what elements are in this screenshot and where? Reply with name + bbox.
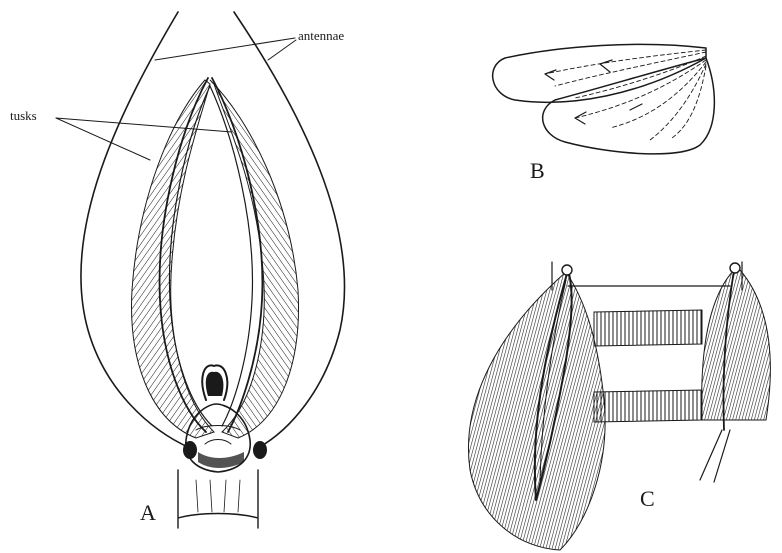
upper-fringe-bar [594,310,702,346]
panel-label-b: B [530,158,545,183]
small-gill-base [730,263,740,273]
tusks-label: tusks [10,108,37,123]
antennae-leader-left [155,38,295,60]
small-gill-stalk [700,430,730,482]
eye-right [253,441,267,459]
small-gill-fringe [702,270,771,420]
antennae-leader-right [268,40,296,60]
hindwing [543,58,715,154]
antennae-label: antennae [298,28,344,43]
large-gill-fringe [468,272,605,550]
labrum-fill [206,372,224,396]
antenna-right [234,12,345,448]
panel-label-a: A [140,500,156,525]
panel-a-head-drawing: antennae tusks A [10,12,345,528]
panel-c-gill-drawing: C [468,262,770,550]
forewing [493,44,706,102]
wing-veins [545,50,706,140]
thorax [178,470,258,528]
frame-top [552,262,742,290]
eye-left [183,441,197,459]
panel-b-wing-drawing: B [493,44,715,183]
large-gill-base [562,265,572,275]
lower-fringe-bar [594,390,702,422]
panel-label-c: C [640,486,655,511]
